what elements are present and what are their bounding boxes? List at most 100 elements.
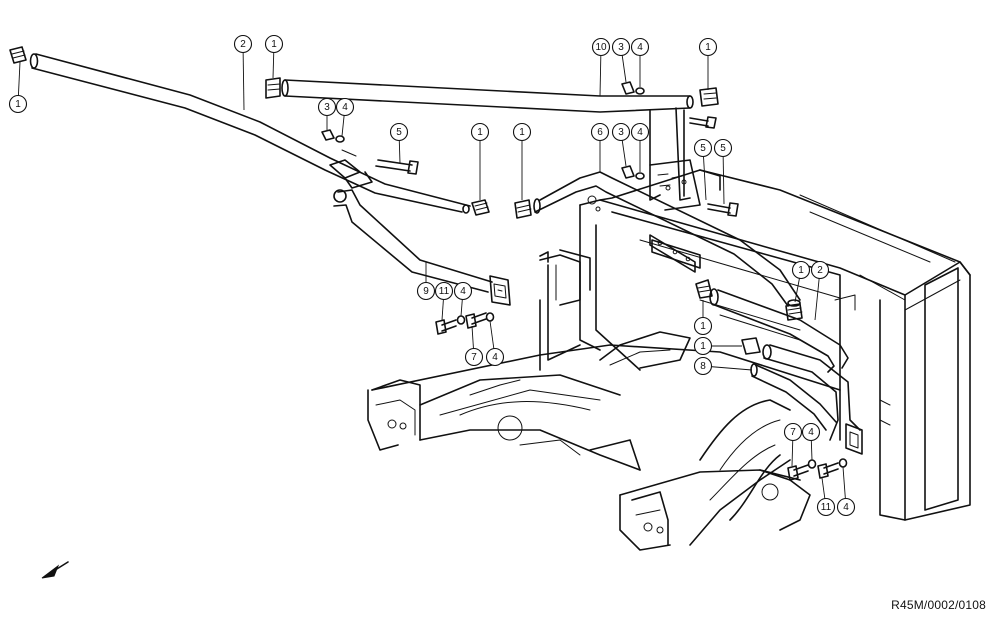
callout-number: 5 xyxy=(720,143,726,154)
arm-9-assembly xyxy=(333,189,511,335)
callout-number: 4 xyxy=(808,427,814,438)
callout-number: 11 xyxy=(821,502,832,513)
callout-circle xyxy=(698,37,718,57)
callout-circle xyxy=(8,94,28,114)
callout-3b: 3 xyxy=(317,97,337,130)
callout-circle xyxy=(693,138,713,158)
direction-arrow-icon xyxy=(41,561,69,579)
callout-circle xyxy=(783,422,803,442)
callout-5c: 5 xyxy=(713,138,733,205)
callout-circle xyxy=(485,347,505,367)
callout-5b: 5 xyxy=(693,138,713,201)
callout-6: 6 xyxy=(590,122,610,172)
callout-11b: 11 xyxy=(816,477,836,517)
callout-4f: 4 xyxy=(801,422,821,461)
callout-number: 9 xyxy=(423,286,429,297)
callout-number: 1 xyxy=(798,265,804,276)
callout-number: 3 xyxy=(618,127,624,138)
callout-circle xyxy=(713,138,733,158)
callout-1h: 1 xyxy=(693,336,742,356)
callout-5a: 5 xyxy=(389,122,409,164)
callout-number: 3 xyxy=(324,102,330,113)
callout-3c: 3 xyxy=(611,122,631,167)
callout-number: 7 xyxy=(790,427,796,438)
callout-number: 4 xyxy=(843,502,849,513)
callout-number: 4 xyxy=(460,286,466,297)
callout-4d: 4 xyxy=(453,281,473,317)
callout-number: 2 xyxy=(817,265,823,276)
callout-4g: 4 xyxy=(836,466,856,517)
callout-1e: 1 xyxy=(512,122,532,200)
callout-number: 11 xyxy=(439,286,450,297)
callout-2a: 2 xyxy=(233,34,253,111)
callout-7b: 7 xyxy=(783,422,803,467)
callout-number: 1 xyxy=(15,99,21,110)
callout-number: 4 xyxy=(637,42,643,53)
callout-number: 10 xyxy=(595,42,607,53)
callout-circle xyxy=(416,281,436,301)
callout-leader xyxy=(242,43,245,111)
bar-2-assembly xyxy=(9,46,490,216)
callout-circle xyxy=(264,34,284,54)
bar-6-assembly xyxy=(514,165,803,321)
callout-circle xyxy=(693,316,713,336)
callout-number: 1 xyxy=(700,321,706,332)
callout-number: 4 xyxy=(637,127,643,138)
callout-circle xyxy=(836,497,856,517)
callout-number: 2 xyxy=(240,39,246,50)
callout-number: 1 xyxy=(477,127,483,138)
callout-4e: 4 xyxy=(485,320,505,367)
callout-1g: 1 xyxy=(693,300,713,336)
callout-circle xyxy=(611,37,631,57)
callout-number: 5 xyxy=(396,127,402,138)
callout-number: 5 xyxy=(700,143,706,154)
callout-1d: 1 xyxy=(470,122,490,200)
callout-circle xyxy=(816,497,836,517)
callout-circle xyxy=(335,97,355,117)
callout-circle xyxy=(317,97,337,117)
callout-number: 4 xyxy=(342,102,348,113)
callout-number: 1 xyxy=(271,39,277,50)
bar-10-assembly xyxy=(265,77,719,211)
callout-number: 7 xyxy=(471,352,477,363)
callout-circle xyxy=(693,336,713,356)
callout-circle xyxy=(464,347,484,367)
frame-body xyxy=(367,169,971,551)
callout-2b: 2 xyxy=(810,260,830,321)
callout-number: 1 xyxy=(705,42,711,53)
reference-code: R45M/0002/0108 xyxy=(891,598,986,612)
callout-circle xyxy=(693,356,713,376)
callout-circle xyxy=(791,260,811,280)
callout-leader xyxy=(722,147,725,205)
callout-1c: 1 xyxy=(698,37,718,90)
callout-circle xyxy=(590,122,610,142)
callout-number: 4 xyxy=(492,352,498,363)
callout-circle xyxy=(630,122,650,142)
callout-circle xyxy=(470,122,490,142)
callout-circle xyxy=(434,281,454,301)
callout-1a: 1 xyxy=(8,61,28,114)
callout-4b: 4 xyxy=(335,97,355,137)
callout-number: 6 xyxy=(597,127,603,138)
callout-circle xyxy=(233,34,253,54)
callout-circle xyxy=(801,422,821,442)
callout-11a: 11 xyxy=(434,281,454,321)
callout-circle xyxy=(611,122,631,142)
callout-circle xyxy=(389,122,409,142)
callout-10: 10 xyxy=(591,37,611,97)
callout-circle xyxy=(630,37,650,57)
callout-circle xyxy=(512,122,532,142)
callout-1b: 1 xyxy=(264,34,284,79)
callout-circle xyxy=(453,281,473,301)
callout-7a: 7 xyxy=(464,325,484,367)
callout-circle xyxy=(591,37,611,57)
callout-number: 1 xyxy=(519,127,525,138)
callout-1f: 1 xyxy=(791,260,811,303)
callout-number: 1 xyxy=(700,341,706,352)
callout-4a: 4 xyxy=(630,37,650,87)
callout-circle xyxy=(810,260,830,280)
callout-3a: 3 xyxy=(611,37,631,83)
callout-8: 8 xyxy=(693,356,753,376)
